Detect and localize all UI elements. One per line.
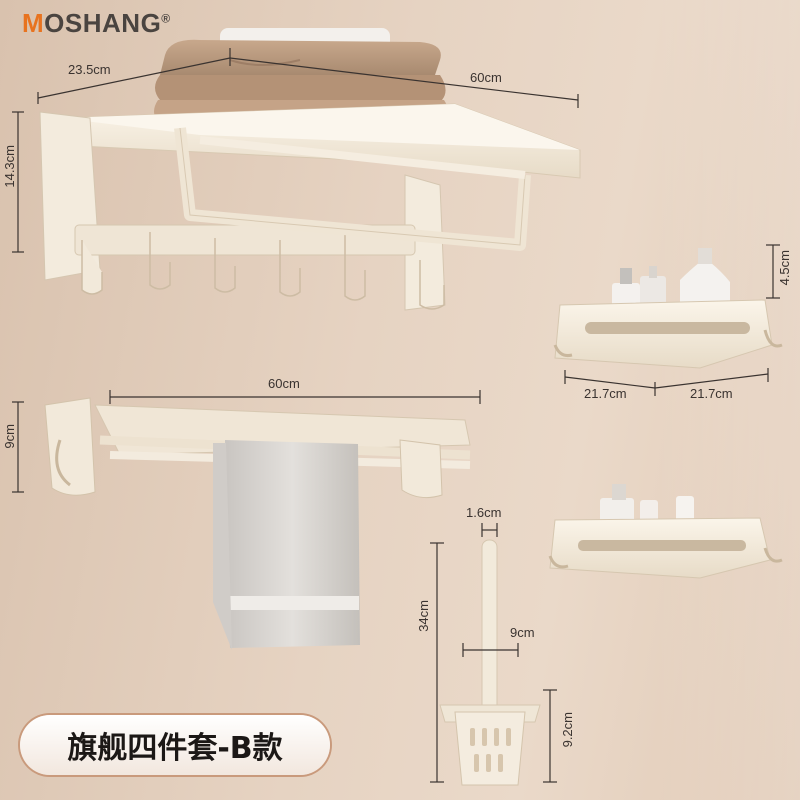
towel-bar-dimension-lines [12,390,481,493]
hanging-towel [213,440,360,650]
brand-logo-rest: OSHANG [44,8,162,38]
dim-brush-height: 34cm [416,600,431,632]
dim-brush-handle-width: 1.6cm [466,505,502,520]
double-towel-bar [44,397,471,650]
shelf-hooks [81,232,445,310]
dim-shelf-width: 60cm [470,70,502,85]
product-title-badge: 旗舰四件套-B款 [20,715,330,775]
dim-brush-holder-width: 9cm [510,625,535,640]
corner-basket-bottom [548,484,783,579]
registered-mark: ® [161,11,171,26]
dim-towel-bar-width: 60cm [268,376,300,391]
toilet-brush [439,539,541,786]
shelf-dimension-lines [12,48,579,253]
dim-corner-basket-height: 4.5cm [777,250,792,286]
brush-dimension-lines [430,523,557,783]
dim-shelf-depth: 23.5cm [68,62,111,77]
brand-logo: MOSHANG® [22,8,171,39]
dim-shelf-height: 14.3cm [2,145,17,188]
wall-corner-shade [655,0,800,800]
product-title: 旗舰四件套-B款 [67,731,283,766]
corner-basket-top [553,248,783,369]
dim-corner-basket-side-b: 21.7cm [690,386,733,401]
dim-brush-holder-height: 9.2cm [560,712,575,748]
corner-basket-dimension-lines [564,244,780,396]
dim-towel-bar-height: 9cm [2,424,17,449]
dim-corner-basket-side-a: 21.7cm [584,386,627,401]
brand-logo-first-letter: M [22,8,45,38]
